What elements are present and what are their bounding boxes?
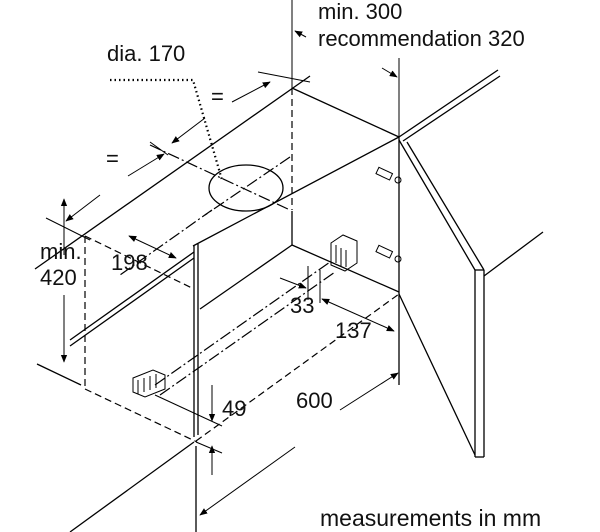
label-recommendation: recommendation 320 — [318, 26, 525, 51]
mounting-bracket-icon — [132, 234, 358, 398]
label-min-depth: min. 300 — [318, 0, 403, 24]
label-dim-137: 137 — [335, 318, 372, 343]
label-equal-upper: = — [211, 84, 224, 109]
dimension-lines — [45, 0, 400, 516]
label-min-height-1: min. — [40, 239, 82, 264]
diameter-leader — [110, 78, 224, 181]
shelf-rail — [69, 251, 195, 347]
hidden-edges — [84, 88, 400, 443]
hinge-icon — [375, 166, 402, 263]
cabinet-interior — [193, 137, 400, 437]
label-duct-diameter: dia. 170 — [107, 41, 186, 66]
label-dim-33: 33 — [290, 293, 315, 318]
center-lines — [119, 144, 336, 396]
label-min-height-2: 420 — [40, 265, 77, 290]
label-dim-600: 600 — [296, 388, 333, 413]
duct-hole — [208, 164, 284, 212]
label-units-note: measurements in mm — [320, 505, 542, 531]
label-dim-49: 49 — [222, 396, 247, 421]
label-dim-198: 198 — [111, 250, 148, 275]
label-equal-lower: = — [106, 146, 119, 171]
cabinet-door — [398, 139, 544, 458]
cabinet-top-outline — [34, 69, 501, 270]
